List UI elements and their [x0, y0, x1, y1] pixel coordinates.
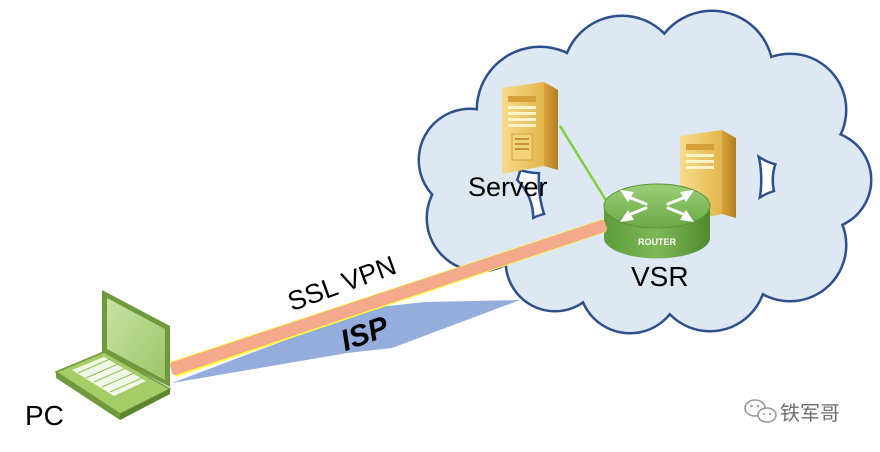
isp-link: [172, 300, 520, 383]
server-router-link: [558, 125, 614, 211]
wechat-icon: [744, 399, 777, 423]
laptop-icon: [54, 290, 172, 420]
watermark-text: 铁军哥: [780, 401, 840, 425]
vsr-label: VSR: [631, 261, 689, 292]
server-label: Server: [468, 172, 548, 202]
router-icon: ROUTER: [603, 183, 711, 259]
router-badge: ROUTER: [638, 237, 677, 247]
ssl-vpn-tunnel: [170, 219, 607, 377]
server-tower-icon: [502, 82, 558, 174]
pc-label: PC: [25, 400, 64, 431]
